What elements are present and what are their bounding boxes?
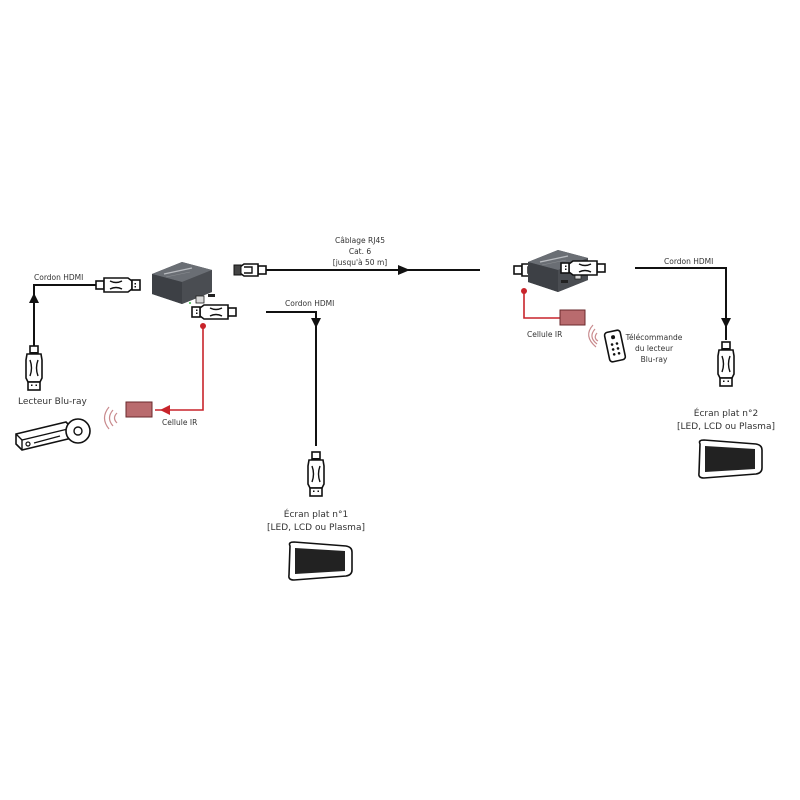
rj45-plug-icon <box>233 263 267 277</box>
label-rj45-line1: Câblage RJ45 <box>335 236 385 245</box>
label-hdmi-cable-source: Cordon HDMI <box>34 273 83 282</box>
label-screen2-line2: [LED, LCD ou Plasma] <box>677 422 775 432</box>
label-screen2-line1: Écran plat n°2 <box>694 407 758 419</box>
label-rj45-line3: [jusqu'à 50 m] <box>333 258 387 267</box>
label-screen1-line1: Écran plat n°1 <box>284 508 348 520</box>
arrow-down-icon <box>311 318 321 328</box>
ir-cell-icon <box>125 401 153 418</box>
ir-cell-icon <box>559 309 586 326</box>
label-ir-cell-receiver: Cellule IR <box>527 330 562 339</box>
ir-cable-receiver: Cellule IR <box>521 288 599 348</box>
hdmi-plug-icon <box>191 304 237 320</box>
ir-cable-transmitter: Cellule IR <box>103 323 206 430</box>
label-remote-line3: Blu-ray <box>641 355 668 364</box>
remote-control-icon <box>603 329 627 363</box>
hdmi-plug-icon <box>95 277 141 293</box>
label-rj45-line2: Cat. 6 <box>349 247 372 256</box>
arrow-up-icon <box>29 293 39 303</box>
hdmi-plug-icon <box>560 260 606 276</box>
hdmi-plug-icon <box>717 341 735 387</box>
label-screen1-line2: [LED, LCD ou Plasma] <box>267 523 365 533</box>
flat-screen-1-icon <box>288 541 353 581</box>
hdmi-cable-source: Cordon HDMI <box>25 273 141 391</box>
arrow-right-icon <box>398 265 410 275</box>
hdmi-cable-output1: Cordon HDMI <box>191 299 334 497</box>
ir-wave-icon <box>103 406 118 430</box>
rj45-cable: Câblage RJ45 Cat. 6 [jusqu'à 50 m] <box>233 236 547 277</box>
hdmi-cable-output2: Cordon HDMI <box>560 257 735 387</box>
ir-wave-icon <box>588 324 599 348</box>
hdmi-plug-icon <box>307 451 325 497</box>
label-hdmi-cable-output2: Cordon HDMI <box>664 257 713 266</box>
arrow-down-icon <box>721 318 731 328</box>
arrow-left-icon <box>160 405 170 415</box>
label-remote-line1: Télécommande <box>625 333 683 342</box>
transmitter-ports <box>189 294 215 304</box>
label-ir-cell-transmitter: Cellule IR <box>162 418 197 427</box>
label-hdmi-cable-output1: Cordon HDMI <box>285 299 334 308</box>
hdmi-plug-icon <box>25 345 43 391</box>
bluray-player-icon <box>15 418 91 451</box>
label-remote-line2: du lecteur <box>635 344 674 353</box>
label-bluray-player: Lecteur Blu-ray <box>18 397 88 407</box>
flat-screen-2-icon <box>698 439 763 479</box>
